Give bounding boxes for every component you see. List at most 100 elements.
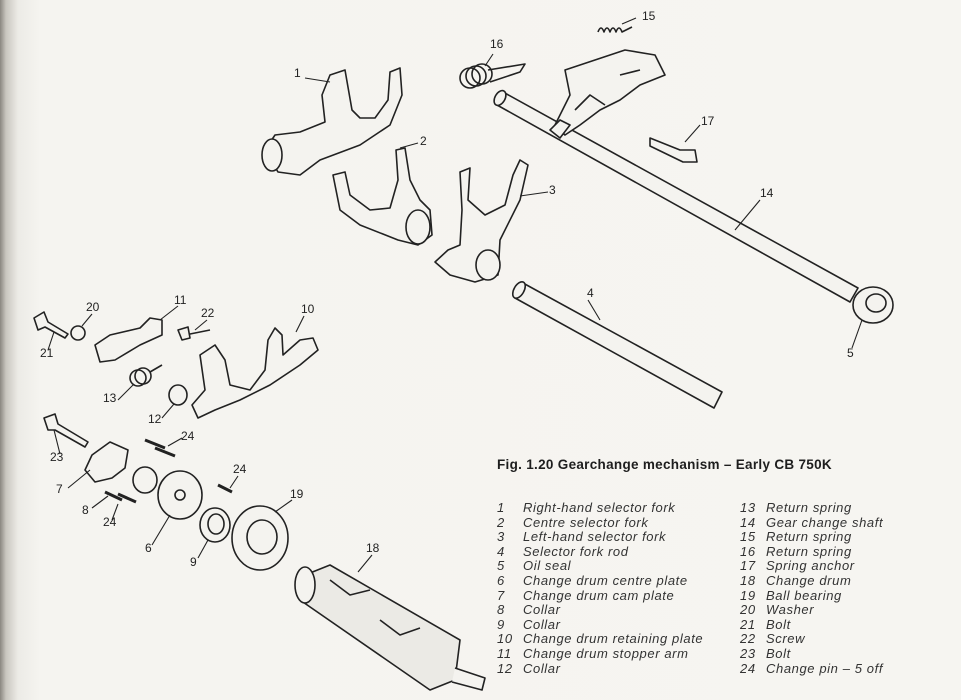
- legend-label: Change drum retaining plate: [523, 631, 704, 647]
- callout-24: 24: [233, 462, 247, 476]
- callout-21: 21: [40, 346, 54, 360]
- legend-item: 2 Centre selector fork: [497, 514, 703, 531]
- figure-title: Fig. 1.20 Gearchange mechanism – Early C…: [497, 457, 832, 472]
- legend-item: 5 Oil seal: [497, 559, 703, 574]
- legend-item: 12 Collar: [497, 660, 703, 677]
- legend-number: 23: [740, 645, 756, 661]
- legend-label: Bolt: [766, 645, 791, 661]
- fork-1-boss: [261, 138, 283, 172]
- callout-2: 2: [420, 134, 427, 148]
- legend-number: 7: [497, 587, 505, 603]
- legend-item: 10 Change drum retaining plate: [497, 632, 703, 647]
- gear-change-shaft: [493, 89, 859, 303]
- legend-number: 14: [740, 514, 756, 530]
- legend-label: Centre selector fork: [523, 514, 649, 530]
- callout-3: 3: [549, 183, 556, 197]
- callout-14: 14: [760, 186, 774, 200]
- legend-number: 19: [740, 587, 756, 603]
- legend-item: 1 Right-hand selector fork: [497, 500, 703, 516]
- legend-label: Oil seal: [523, 558, 572, 574]
- legend-number: 22: [740, 631, 756, 647]
- legend-label: Change drum stopper arm: [523, 645, 689, 661]
- legend-number: 12: [497, 660, 513, 676]
- callout-23: 23: [50, 450, 64, 464]
- legend-number: 10: [497, 631, 513, 647]
- legend-label: Change drum: [766, 572, 852, 588]
- legend-item: 14 Gear change shaft: [740, 514, 884, 531]
- fork-2-boss: [405, 209, 431, 245]
- legend-label: Change pin – 5 off: [766, 660, 884, 676]
- ball-bearing: [231, 505, 289, 571]
- change-drum: [294, 564, 486, 691]
- callout-9: 9: [190, 555, 197, 569]
- legend-item: 23 Bolt: [740, 645, 883, 662]
- callout-5: 5: [847, 346, 854, 360]
- legend-number: 16: [740, 543, 756, 559]
- legend-number: 6: [497, 572, 505, 588]
- collar-8: [132, 466, 158, 494]
- left-hand-selector-fork: [434, 159, 529, 283]
- spring-anchor: [649, 137, 698, 163]
- fork-3-boss: [475, 249, 501, 281]
- collar-12: [168, 384, 188, 406]
- callout-12: 12: [148, 412, 162, 426]
- leader-lines: [47, 17, 863, 573]
- legend-number: 13: [740, 500, 756, 515]
- legend-number: 15: [740, 529, 756, 545]
- legend-label: Collar: [523, 660, 561, 676]
- legend-label: Return spring: [766, 529, 852, 545]
- change-drum-stopper-arm: [94, 317, 163, 363]
- legend-item: 16 Return spring: [740, 543, 883, 560]
- legend-label: Change drum centre plate: [523, 572, 688, 588]
- legend-number: 8: [497, 602, 505, 618]
- legend-label: Return spring: [766, 500, 852, 515]
- legend-item: 6 Change drum centre plate: [497, 572, 703, 589]
- callout-19: 19: [290, 487, 304, 501]
- legend-number: 1: [497, 500, 505, 515]
- callout-6: 6: [145, 541, 152, 555]
- legend-label: Collar: [523, 616, 561, 632]
- screw-22: [177, 326, 211, 341]
- legend-number: 4: [497, 543, 505, 559]
- callout-8: 8: [82, 503, 89, 517]
- right-hand-selector-fork: [264, 67, 403, 176]
- legend-number: 20: [740, 602, 756, 618]
- change-drum-cam-plate: [84, 441, 129, 483]
- bolt-23: [43, 413, 89, 448]
- legend-number: 5: [497, 558, 505, 574]
- legend-label: Washer: [766, 602, 815, 618]
- legend-item: 20 Washer: [740, 603, 883, 618]
- callout-17: 17: [701, 114, 715, 128]
- legend-label: Change drum cam plate: [523, 587, 675, 603]
- legend-label: Selector fork rod: [523, 543, 629, 559]
- legend-number: 2: [497, 514, 505, 530]
- callout-22: 22: [201, 306, 215, 320]
- legend-item: 4 Selector fork rod: [497, 543, 703, 560]
- callout-24: 24: [181, 429, 195, 443]
- return-spring-15: [597, 26, 633, 33]
- legend-item: 9 Collar: [497, 616, 703, 633]
- change-drum-centre-plate: [157, 470, 203, 520]
- legend-number: 21: [740, 616, 756, 632]
- legend-number: 9: [497, 616, 505, 632]
- legend-label: Return spring: [766, 543, 852, 559]
- callout-13: 13: [103, 391, 117, 405]
- legend-label: Gear change shaft: [766, 514, 884, 530]
- callout-24: 24: [103, 515, 117, 529]
- return-spring-13: [129, 364, 163, 387]
- callout-20: 20: [86, 300, 100, 314]
- callout-15: 15: [642, 9, 656, 23]
- callout-18: 18: [366, 541, 380, 555]
- legend-label: Right-hand selector fork: [523, 500, 676, 515]
- callout-16: 16: [490, 37, 504, 51]
- washer: [70, 325, 86, 341]
